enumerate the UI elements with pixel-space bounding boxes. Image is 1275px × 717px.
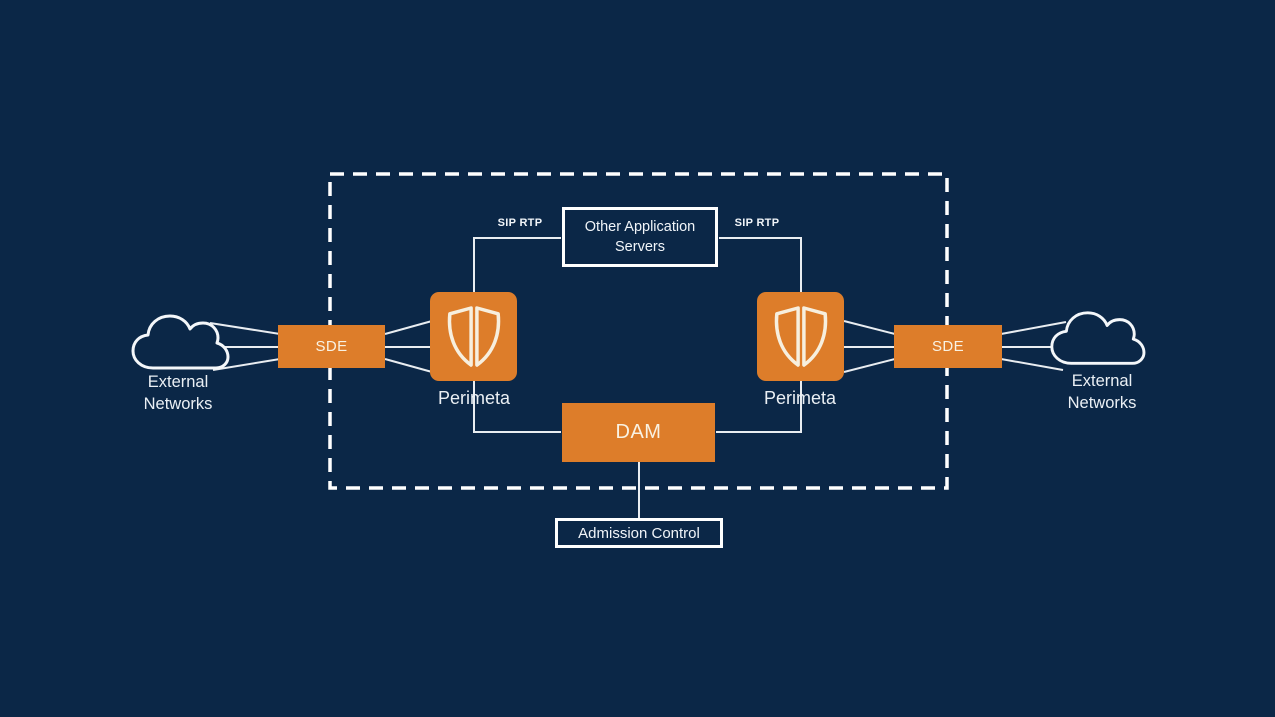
shield-icon xyxy=(447,305,500,367)
sde-node-left: SDE xyxy=(278,325,385,368)
admission-control-node: Admission Control xyxy=(555,518,723,548)
external-networks-left-label: External Networks xyxy=(143,373,213,413)
cloud-icon-right xyxy=(1050,311,1146,365)
perimeta-right-label: Perimeta xyxy=(763,388,837,408)
sip-rtp-label-right: SIP RTP xyxy=(734,217,780,229)
perimeta-node-left xyxy=(430,292,517,381)
perimeta-node-right xyxy=(757,292,844,381)
links-sde-left-to-perimeta-left xyxy=(384,320,433,373)
connector-perimeta-left-to-dam xyxy=(473,379,561,433)
dam-node: DAM xyxy=(562,403,715,462)
perimeta-left-label: Perimeta xyxy=(437,388,511,408)
connector-perimeta-right-to-oas xyxy=(719,237,802,294)
sde-node-right: SDE xyxy=(894,325,1002,368)
connector-perimeta-right-to-dam xyxy=(716,379,802,433)
connector-lines xyxy=(203,237,1073,520)
other-application-servers-label: Other Application Servers xyxy=(584,218,696,255)
connector-perimeta-left-to-oas xyxy=(473,237,561,294)
external-networks-right-label: External Networks xyxy=(1067,372,1137,412)
cloud-icon-left xyxy=(131,314,230,370)
other-application-servers-node: Other Application Servers xyxy=(562,207,718,267)
sip-rtp-label-left: SIP RTP xyxy=(497,217,543,229)
links-perimeta-right-to-sde-right xyxy=(843,320,896,373)
shield-icon xyxy=(774,305,827,367)
